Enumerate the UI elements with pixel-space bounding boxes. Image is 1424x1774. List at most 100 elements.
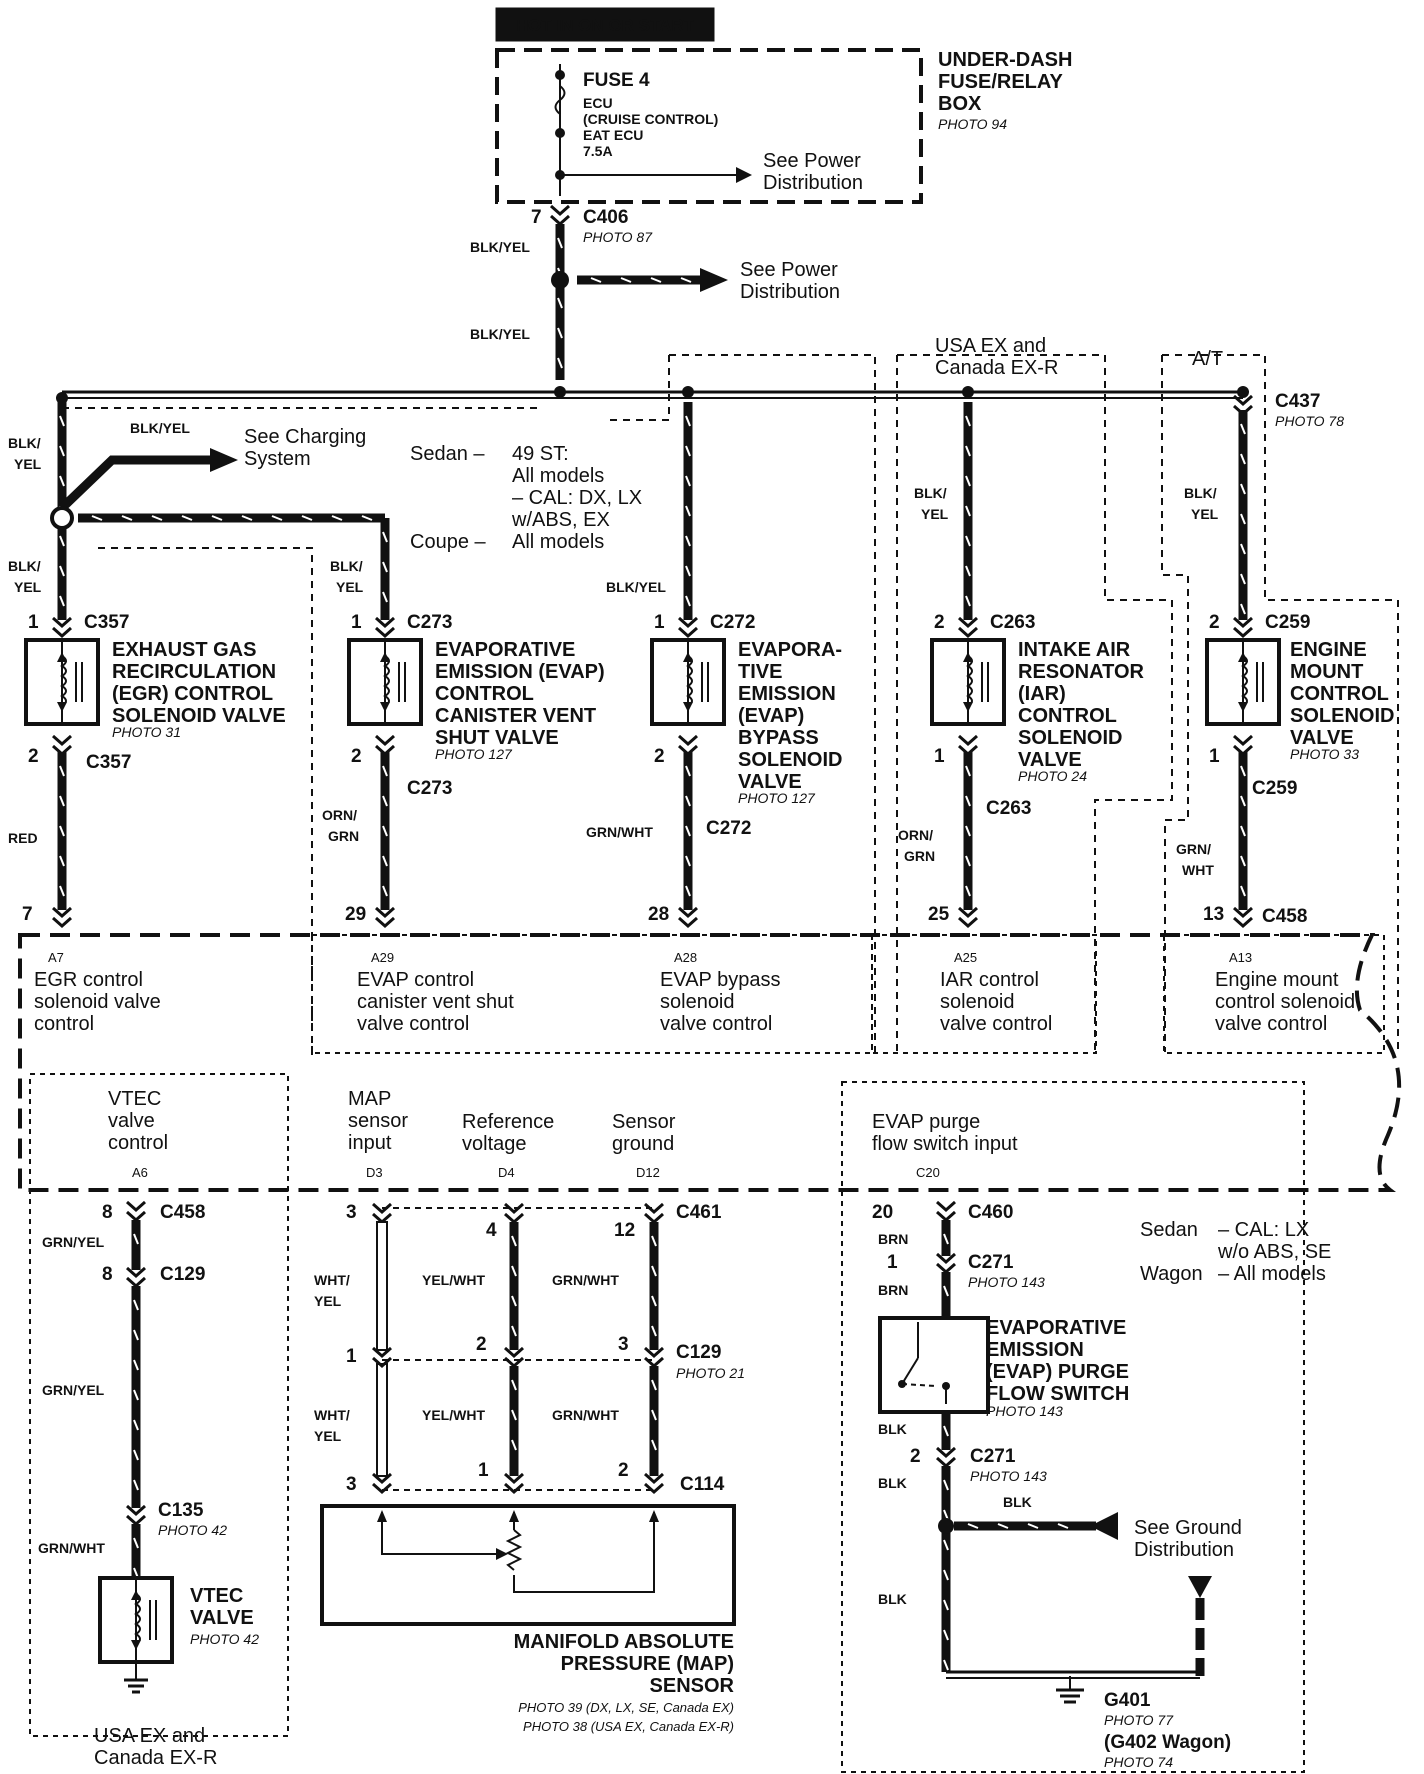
wire-label: GRN/YEL bbox=[42, 1234, 105, 1250]
ecu-pin-code: A7 bbox=[48, 950, 64, 965]
wire-tick bbox=[685, 445, 691, 457]
conn-egr-ecu bbox=[52, 916, 72, 929]
wire-tick bbox=[965, 565, 971, 577]
pin-number: 1 bbox=[28, 612, 39, 633]
wire-tick bbox=[685, 505, 691, 517]
wire-tick bbox=[943, 1659, 949, 1671]
ecu-function: valve control bbox=[357, 1013, 469, 1035]
component-name: (EVAP) bbox=[738, 705, 804, 727]
wire-tick bbox=[967, 1523, 979, 1529]
c135-connector bbox=[126, 1514, 146, 1527]
pin-number: 2 bbox=[654, 746, 665, 767]
pin-number: 29 bbox=[345, 904, 366, 925]
wire-label: BLK bbox=[878, 1591, 907, 1607]
c406-connector bbox=[550, 214, 570, 227]
conn-evap-bypass-ecu bbox=[678, 906, 698, 919]
wire-label: BRN bbox=[878, 1231, 908, 1247]
wire-tick bbox=[211, 515, 223, 521]
wire-tick bbox=[685, 475, 691, 487]
ecu-function: valve control bbox=[1215, 1013, 1327, 1035]
component-name: SOLENOID VALVE bbox=[112, 705, 286, 727]
arrow-icon bbox=[380, 652, 390, 662]
ecu-function: EVAP control bbox=[357, 969, 474, 991]
wire-tick bbox=[965, 825, 971, 837]
conn-evap-vent-top bbox=[375, 616, 395, 629]
wire-tick bbox=[680, 277, 692, 283]
c461-connector bbox=[372, 1212, 392, 1225]
conn-engine-mount-top bbox=[1233, 616, 1253, 629]
arrow-icon bbox=[963, 652, 973, 662]
wire-tick bbox=[361, 515, 373, 521]
wire-tick bbox=[1240, 543, 1246, 555]
wire-tick bbox=[557, 357, 563, 369]
wire-tick bbox=[965, 475, 971, 487]
wire-tick bbox=[511, 1265, 517, 1277]
fuse-dot bbox=[555, 70, 565, 80]
component-name: CANISTER VENT bbox=[435, 705, 596, 727]
wire-label: BLK/ bbox=[1184, 485, 1217, 501]
pin-number: 2 bbox=[28, 746, 39, 767]
connector-photo: PHOTO 143 bbox=[968, 1274, 1045, 1290]
connector-name: C259 bbox=[1252, 778, 1297, 799]
c437-connector bbox=[1233, 394, 1253, 407]
region-label: USA EX and bbox=[935, 335, 1046, 357]
wire-tick bbox=[133, 1389, 139, 1401]
wire-tick bbox=[1240, 453, 1246, 465]
wire-tick bbox=[91, 515, 103, 521]
arrow-icon bbox=[57, 702, 67, 712]
connector-name: C458 bbox=[160, 1202, 205, 1223]
wire-tick bbox=[59, 825, 65, 837]
wire-label: GRN/ bbox=[1176, 841, 1211, 857]
ecu-outline bbox=[18, 933, 1402, 1192]
ecu-function: control bbox=[34, 1013, 94, 1035]
ecu-pin-code: C20 bbox=[916, 1165, 940, 1180]
ecu-pin-code: A29 bbox=[371, 950, 394, 965]
component-name: RECIRCULATION bbox=[112, 661, 276, 683]
wire-tick bbox=[1240, 603, 1246, 615]
switch-dash bbox=[901, 1383, 937, 1387]
c114-connector bbox=[372, 1472, 392, 1485]
ecu-pin-code: D3 bbox=[366, 1165, 383, 1180]
c458-connector bbox=[126, 1200, 146, 1213]
c129-connector bbox=[644, 1346, 664, 1359]
wire-tick bbox=[133, 1419, 139, 1431]
conn-evap-vent-top bbox=[375, 626, 395, 639]
wire-tick bbox=[59, 795, 65, 807]
ecu-pin-code: A6 bbox=[132, 1165, 148, 1180]
arrow-icon bbox=[57, 652, 67, 662]
wire-tick bbox=[382, 885, 388, 897]
connector-name: C129 bbox=[160, 1264, 205, 1285]
resistor-icon bbox=[505, 1529, 523, 1571]
connector-name: C460 bbox=[968, 1202, 1013, 1223]
component-name: EMISSION bbox=[986, 1339, 1084, 1361]
pin-number: 2 bbox=[1209, 612, 1220, 633]
fuse-desc: ECU bbox=[583, 95, 613, 111]
ground-arrow-icon bbox=[1188, 1576, 1212, 1598]
arrow-right-icon bbox=[210, 448, 238, 472]
wire-tick bbox=[382, 531, 388, 543]
pin-number: 3 bbox=[618, 1334, 629, 1355]
ecu-function: voltage bbox=[462, 1133, 527, 1155]
connector-name: C458 bbox=[1262, 906, 1307, 927]
fuse-box-photo: PHOTO 94 bbox=[938, 116, 1007, 132]
connector-photo: PHOTO 143 bbox=[970, 1468, 1047, 1484]
connector-name: C114 bbox=[680, 1474, 725, 1495]
region-outline bbox=[98, 547, 313, 1055]
wire-label: GRN/WHT bbox=[552, 1272, 619, 1288]
pin-number: 2 bbox=[618, 1460, 629, 1481]
splice-dot bbox=[50, 506, 74, 530]
wire-tick bbox=[685, 535, 691, 547]
region-label: A/T bbox=[1192, 348, 1223, 370]
wire-tick bbox=[511, 1409, 517, 1421]
ground-photo: PHOTO 74 bbox=[1104, 1754, 1173, 1770]
component-name: SOLENOID bbox=[738, 749, 842, 771]
wire-tick bbox=[943, 1233, 949, 1245]
wire-tick bbox=[133, 1449, 139, 1461]
pin-number: 2 bbox=[910, 1446, 921, 1467]
wire-tick bbox=[965, 795, 971, 807]
header-box bbox=[495, 7, 715, 42]
ecu-function: flow switch input bbox=[872, 1133, 1018, 1155]
text-layer: HOT IN ON OR STARTUNDER-DASHFUSE/RELAYBO… bbox=[8, 16, 1394, 1770]
component-name: MANIFOLD ABSOLUTE bbox=[514, 1631, 734, 1653]
splice-dot bbox=[1237, 386, 1249, 398]
